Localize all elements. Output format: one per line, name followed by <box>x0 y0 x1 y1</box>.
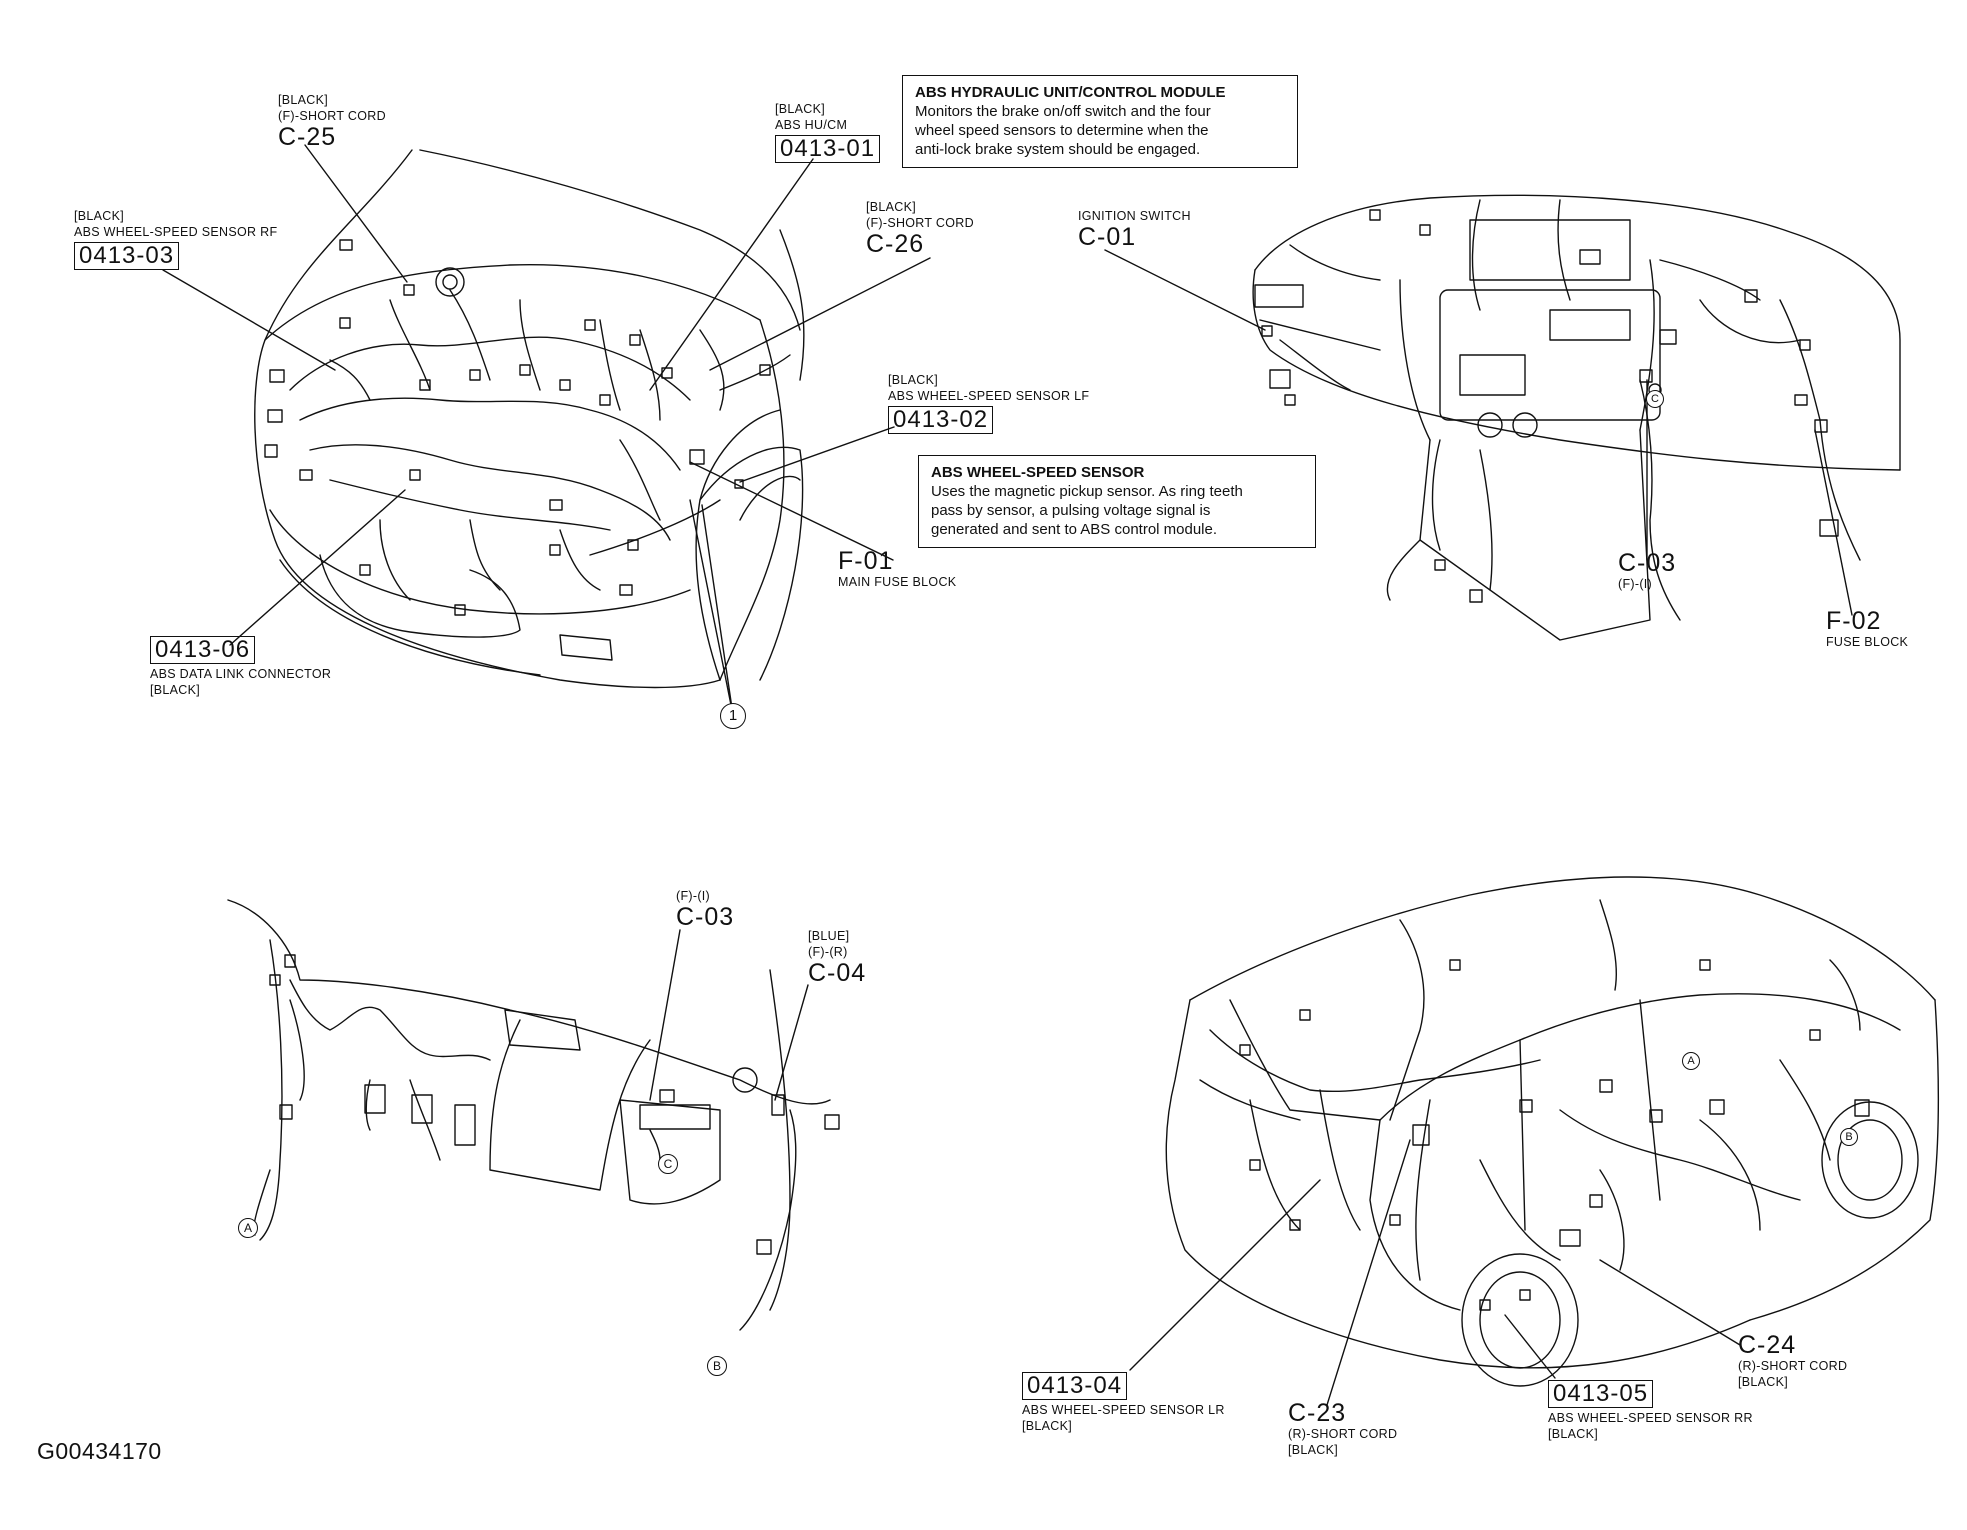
marker-a-right: A <box>1682 1052 1700 1070</box>
connector-code-box: 0413-05 <box>1548 1380 1654 1408</box>
connector-label-c24: C-24 (R)-SHORT CORD [BLACK] <box>1738 1332 1847 1390</box>
leader-lines-top-left <box>162 144 931 716</box>
connector-desc: ABS WHEEL-SPEED SENSOR RR <box>1548 1411 1753 1425</box>
leader-lines-bottom-right <box>1129 1139 1741 1406</box>
connector-code: F-02 <box>1826 607 1882 635</box>
connector-desc: MAIN FUSE BLOCK <box>838 575 957 589</box>
connector-label-c03-top: C-03 (F)-(I) <box>1618 550 1676 592</box>
abs-wheel-speed-sensor-note: ABS WHEEL-SPEED SENSOR Uses the magnetic… <box>918 455 1316 548</box>
connector-color: [BLACK] <box>888 373 939 387</box>
connector-label-c26: [BLACK] (F)-SHORT CORD C-26 <box>866 199 974 257</box>
leader-lines-top-right <box>1104 249 1853 616</box>
connector-code: C-24 <box>1738 1331 1797 1359</box>
rear-body-illustration <box>1165 876 1939 1387</box>
connector-label-c25: [BLACK] (F)-SHORT CORD C-25 <box>278 92 386 150</box>
connector-color: [BLACK] <box>1738 1375 1789 1389</box>
abs-hydraulic-unit-note: ABS HYDRAULIC UNIT/CONTROL MODULE Monito… <box>902 75 1298 168</box>
connector-code-box: 0413-02 <box>888 406 994 434</box>
marker-c-left: C <box>658 1154 678 1174</box>
instrument-panel-illustration <box>1252 194 1901 641</box>
connector-label-c23: C-23 (R)-SHORT CORD [BLACK] <box>1288 1400 1397 1458</box>
connector-desc: ABS HU/CM <box>775 118 848 132</box>
engine-compartment-illustration <box>254 149 805 689</box>
connector-label-f02: F-02 FUSE BLOCK <box>1826 608 1908 650</box>
connector-color: [BLACK] <box>775 102 826 116</box>
connector-code-box: 0413-03 <box>74 242 180 270</box>
connector-desc: ABS DATA LINK CONNECTOR <box>150 667 332 681</box>
marker-b-right: B <box>1840 1128 1858 1146</box>
leader-lines-bottom-left <box>649 929 809 1101</box>
connector-label-0413-02: [BLACK] ABS WHEEL-SPEED SENSOR LF 0413-0… <box>888 372 1089 436</box>
connector-desc: IGNITION SWITCH <box>1078 209 1191 223</box>
connector-code: C-23 <box>1288 1399 1347 1427</box>
connector-label-0413-06: 0413-06 ABS DATA LINK CONNECTOR [BLACK] <box>150 634 331 698</box>
connector-label-0413-01: [BLACK] ABS HU/CM 0413-01 <box>775 101 881 165</box>
connector-code: C-03 <box>676 903 735 931</box>
connector-desc: ABS WHEEL-SPEED SENSOR LR <box>1022 1403 1225 1417</box>
connector-desc: (R)-SHORT CORD <box>1288 1427 1398 1441</box>
note-body: Monitors the brake on/off switch and the… <box>915 103 1211 158</box>
connector-color: [BLACK] <box>866 200 917 214</box>
connector-color: [BLACK] <box>74 209 125 223</box>
figure-id: G00434170 <box>37 1438 162 1464</box>
connector-code: C-03 <box>1618 549 1677 577</box>
connector-label-c01: IGNITION SWITCH C-01 <box>1078 208 1191 250</box>
connector-desc: FUSE BLOCK <box>1826 635 1909 649</box>
connector-code-box: 0413-04 <box>1022 1372 1128 1400</box>
marker-1: 1 <box>720 703 746 729</box>
connector-desc: (F)-SHORT CORD <box>278 109 386 123</box>
note-title: ABS WHEEL-SPEED SENSOR <box>931 464 1145 481</box>
connector-code: C-26 <box>866 230 925 258</box>
connector-color: [BLACK] <box>150 683 201 697</box>
connector-label-0413-03: [BLACK] ABS WHEEL-SPEED SENSOR RF 0413-0… <box>74 208 277 272</box>
connector-desc: ABS WHEEL-SPEED SENSOR RF <box>74 225 278 239</box>
note-body: Uses the magnetic pickup sensor. As ring… <box>931 483 1243 538</box>
connector-code: C-01 <box>1078 223 1137 251</box>
connector-color: [BLACK] <box>1288 1443 1339 1457</box>
connector-label-0413-04: 0413-04 ABS WHEEL-SPEED SENSOR LR [BLACK… <box>1022 1370 1225 1434</box>
connector-desc: (F)-(R) <box>808 945 848 959</box>
connector-label-f01: F-01 MAIN FUSE BLOCK <box>838 548 956 590</box>
connector-color: [BLACK] <box>1022 1419 1073 1433</box>
connector-color: [BLUE] <box>808 929 850 943</box>
note-title: ABS HYDRAULIC UNIT/CONTROL MODULE <box>915 84 1226 101</box>
connector-desc: (F)-(I) <box>1618 577 1653 591</box>
marker-c-top: C <box>1646 390 1664 408</box>
marker-b-left: B <box>707 1356 727 1376</box>
connector-desc: (F)-(I) <box>676 889 711 903</box>
connector-code-box: 0413-01 <box>775 135 881 163</box>
connector-label-c04: [BLUE] (F)-(R) C-04 <box>808 928 866 986</box>
connector-desc: (F)-SHORT CORD <box>866 216 974 230</box>
connector-desc: (R)-SHORT CORD <box>1738 1359 1848 1373</box>
marker-a-left: A <box>238 1218 258 1238</box>
connector-color: [BLACK] <box>278 93 329 107</box>
connector-desc: ABS WHEEL-SPEED SENSOR LF <box>888 389 1090 403</box>
connector-code: C-04 <box>808 959 867 987</box>
connector-label-0413-05: 0413-05 ABS WHEEL-SPEED SENSOR RR [BLACK… <box>1548 1378 1753 1442</box>
cowl-area-illustration <box>227 899 840 1331</box>
connector-code: F-01 <box>838 547 894 575</box>
connector-color: [BLACK] <box>1548 1427 1599 1441</box>
connector-label-c03-bottom: (F)-(I) C-03 <box>676 888 734 930</box>
connector-code: C-25 <box>278 123 337 151</box>
connector-code-box: 0413-06 <box>150 636 256 664</box>
